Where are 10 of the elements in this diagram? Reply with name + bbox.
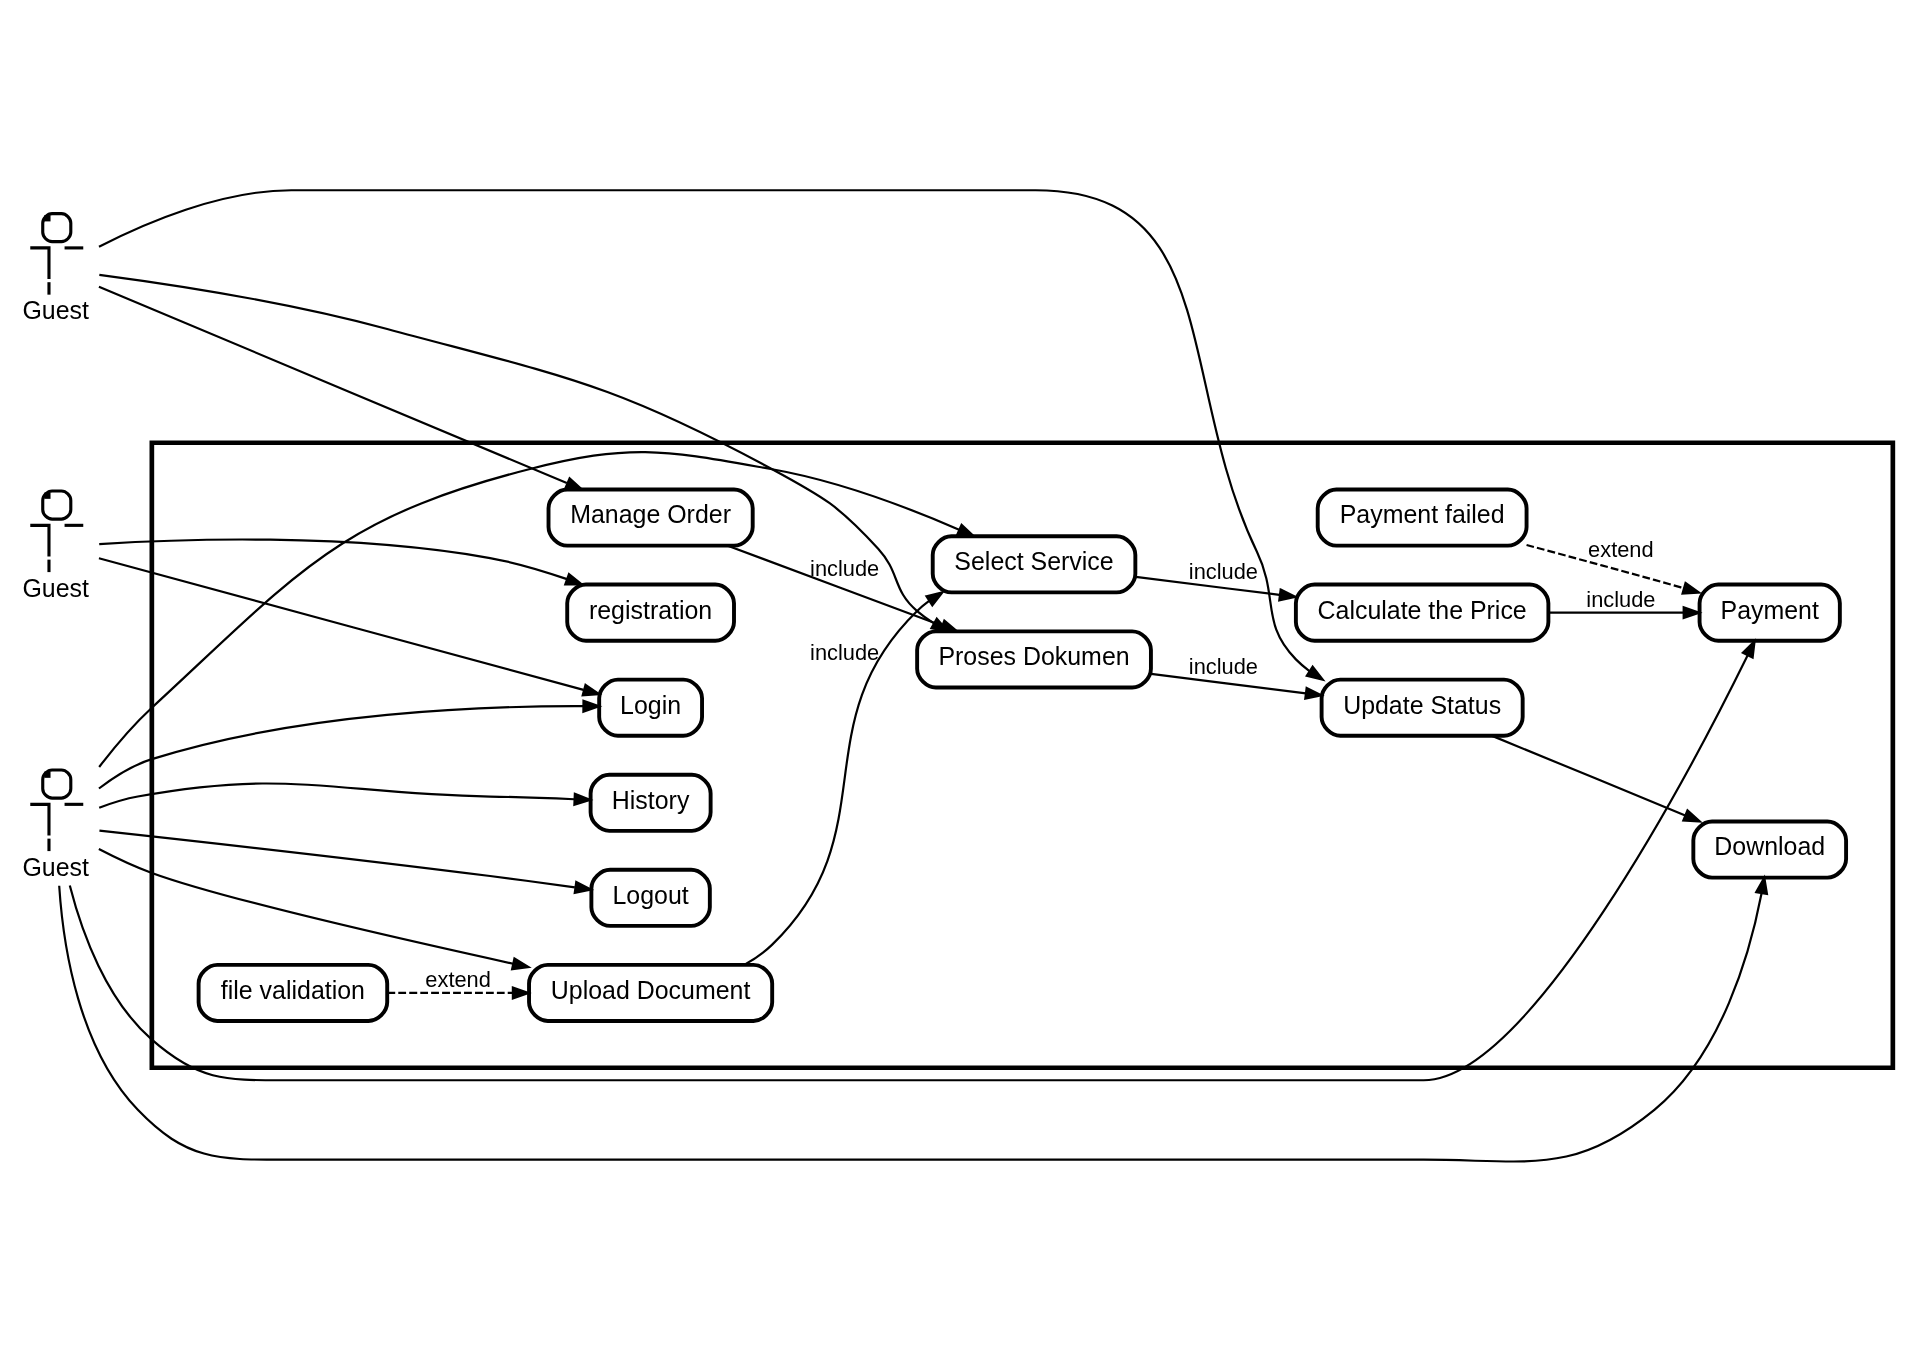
node-label: Guest xyxy=(22,852,89,881)
edge-label: include xyxy=(810,639,880,665)
edge-label: include xyxy=(810,555,880,581)
edge-label: extend xyxy=(425,966,491,992)
node-label: Guest xyxy=(22,295,89,324)
node-label: Guest xyxy=(22,573,89,602)
edge-label: include xyxy=(1188,653,1258,679)
edge-label: include xyxy=(1188,558,1258,584)
edge-label: include xyxy=(1586,586,1656,612)
edge-label: extend xyxy=(1588,536,1654,562)
